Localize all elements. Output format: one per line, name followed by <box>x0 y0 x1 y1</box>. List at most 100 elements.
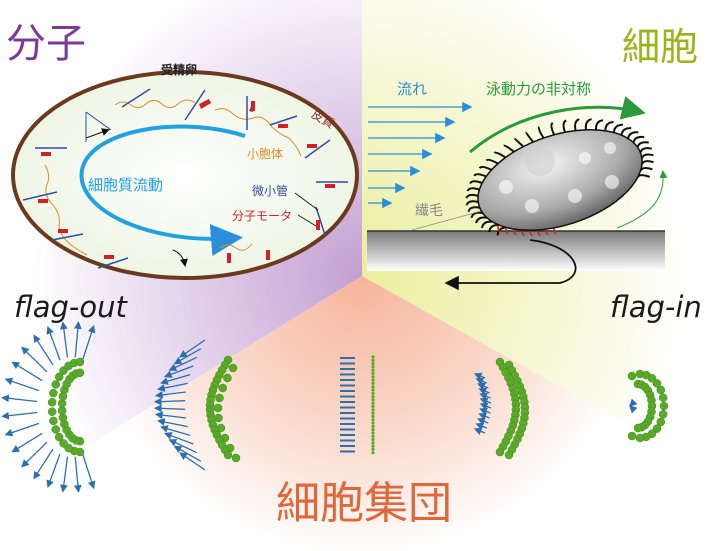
cell-dot <box>652 424 662 433</box>
flagellum-arrow <box>477 417 489 426</box>
flag-out-label: flag-out <box>14 290 127 324</box>
flagellum-arrow <box>179 452 206 471</box>
cilium <box>525 131 534 143</box>
cell-dot <box>371 362 375 366</box>
flagellum-arrow <box>473 372 486 381</box>
microtubule-label: 微小管 <box>252 184 289 198</box>
cell-body <box>477 129 643 231</box>
cell-dot <box>371 404 375 409</box>
flagellum-arrow <box>33 334 54 366</box>
cell-dot <box>371 447 375 451</box>
molecule-title: 分子 <box>6 21 86 67</box>
cilium <box>467 206 480 213</box>
cell-dot <box>371 408 375 412</box>
cell-dot <box>659 401 669 411</box>
cilium <box>594 119 604 130</box>
cell-dot <box>647 374 657 383</box>
cell-dot <box>371 381 375 385</box>
asymmetry-arrow <box>469 96 646 154</box>
cell-dot <box>371 398 375 402</box>
cell-dot <box>371 418 375 422</box>
arc-cluster <box>473 357 530 460</box>
flag-in-label: flag-in <box>610 290 702 324</box>
cell-title: 細胞 <box>622 25 699 69</box>
cilium <box>632 135 645 143</box>
flagellum-arrow <box>21 441 48 468</box>
cell-dot <box>371 358 375 362</box>
flagellum-arrow <box>163 432 194 445</box>
flagellum-arrow <box>82 454 96 490</box>
cell-dot <box>371 428 375 432</box>
flagellum-arrow <box>1 394 38 403</box>
flagellum-arrow <box>479 402 492 411</box>
cell-dot <box>371 451 375 455</box>
cilium <box>470 211 483 219</box>
flagellum-arrow <box>73 321 82 358</box>
flagellum-arrow <box>478 412 490 421</box>
vesicles <box>44 99 302 256</box>
cell-dot <box>371 375 375 379</box>
cilium <box>485 158 499 165</box>
flow-label: 流れ <box>397 80 428 98</box>
cell-dot <box>59 439 68 448</box>
cell-dot <box>371 424 375 428</box>
cilium <box>503 144 515 153</box>
collective-diagram <box>1 321 669 493</box>
streaming-label: 細胞質流動 <box>88 176 164 194</box>
egg-cortex <box>11 70 359 280</box>
flagellum-arrow <box>59 321 69 358</box>
cilium <box>627 131 639 139</box>
cell-dot <box>371 395 375 399</box>
flagellum-arrow <box>629 405 638 414</box>
flagellum-arrow <box>160 374 191 385</box>
cell-dot <box>652 379 662 388</box>
cilium <box>465 193 479 199</box>
cell-dot <box>223 450 233 460</box>
cell-dot <box>371 431 375 435</box>
cell-dot <box>658 410 668 419</box>
flow-arrows <box>368 101 473 209</box>
flagellum-arrow <box>479 407 491 416</box>
cell-dot <box>371 378 375 382</box>
flagellum-arrow <box>46 325 61 361</box>
tilted-cluster <box>153 339 241 471</box>
cell-dot <box>215 393 224 403</box>
streaming-arrow <box>79 124 246 256</box>
cell-dot <box>75 357 85 367</box>
cell-dot <box>57 399 67 408</box>
cell-dot <box>214 413 223 423</box>
microtubule-pointer <box>294 192 319 211</box>
cell-dot <box>47 398 57 407</box>
flagellum-arrow <box>11 432 43 453</box>
flagellum-arrow <box>168 356 198 371</box>
flagellum-arrow <box>173 348 202 365</box>
cell-dot <box>633 423 643 433</box>
flagellum-arrow <box>477 382 489 391</box>
cell-dot <box>371 437 375 442</box>
flagellum-arrow <box>473 427 486 436</box>
line-cluster <box>340 355 375 455</box>
cell-dot <box>371 434 375 438</box>
cilium <box>469 180 483 185</box>
cell-dot <box>627 371 637 381</box>
organelles <box>499 142 619 213</box>
rotation-arrow-bottom <box>172 249 188 267</box>
cilium <box>620 127 632 136</box>
cell-dot <box>371 421 375 425</box>
cilium <box>550 122 556 136</box>
flagellum-arrow <box>154 411 187 420</box>
cell-dot <box>635 433 645 443</box>
cell-dot <box>495 447 505 457</box>
collective-title: 細胞集団 <box>276 478 452 529</box>
cell-dot <box>656 385 666 395</box>
cell-dot <box>371 401 375 405</box>
flagellum-arrow <box>1 411 38 420</box>
cell-dot <box>371 355 375 359</box>
cell-dot <box>49 388 58 398</box>
flagellum-arrow <box>82 324 96 360</box>
cilium <box>562 119 567 133</box>
molecular-motors <box>38 99 335 263</box>
cilium <box>465 200 479 206</box>
cell-dot <box>371 414 375 418</box>
asymmetry-label: 泳動力の非対称 <box>486 80 592 98</box>
